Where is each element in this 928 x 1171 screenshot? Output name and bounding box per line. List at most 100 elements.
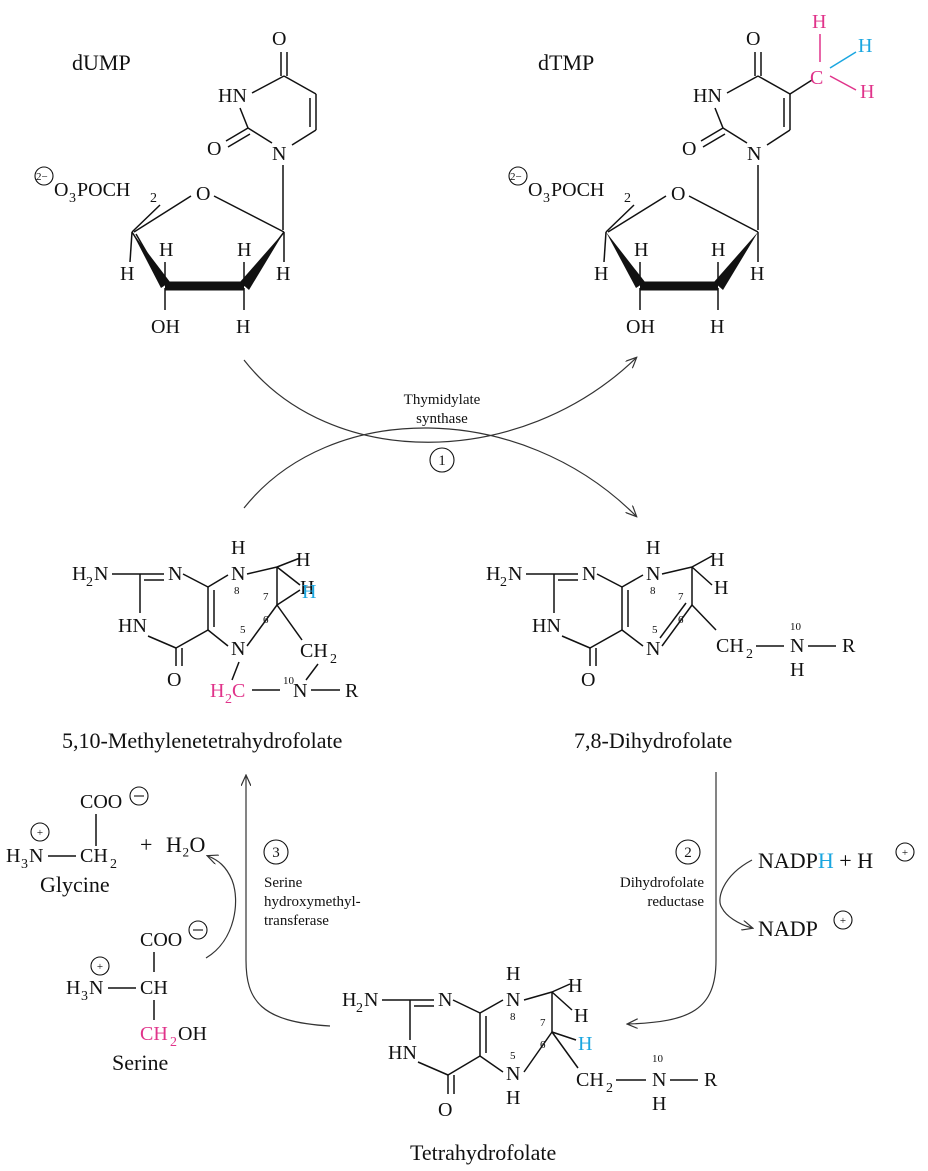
svg-text:N: N <box>231 638 245 660</box>
svg-text:H: H <box>72 563 86 585</box>
svg-text:O: O <box>438 1099 452 1121</box>
svg-text:H: H <box>646 537 660 559</box>
glycine-structure: COO + H 3 N CH 2 Glycine <box>6 786 149 897</box>
serine-structure: COO + H 3 N CH CH 2 OH Serine <box>66 920 208 1075</box>
svg-text:POCH: POCH <box>551 179 604 201</box>
step-2-number: 2 <box>684 845 692 861</box>
svg-text:HN: HN <box>532 615 561 637</box>
svg-text:2: 2 <box>150 191 157 206</box>
enzyme-3-line3: transferase <box>264 913 329 929</box>
svg-text:H: H <box>652 1093 666 1115</box>
arrow-methylene-to-dihydrofolate <box>243 427 636 516</box>
svg-text:CH: CH <box>80 845 108 867</box>
methylene-thf-structure: H 2 N N N H 8 HN O N 5 6 7 H H H CH <box>62 537 359 753</box>
svg-text:N: N <box>293 680 307 702</box>
svg-text:2: 2 <box>500 575 507 590</box>
transferred-h: H <box>302 581 316 603</box>
svg-text:2: 2 <box>170 1035 177 1050</box>
nadp-label: NADP <box>758 916 818 941</box>
atom-hn: HN <box>218 85 247 107</box>
svg-text:H: H <box>342 989 356 1011</box>
svg-text:2: 2 <box>86 575 93 590</box>
svg-text:N: N <box>508 563 522 585</box>
svg-text:H: H <box>710 549 724 571</box>
svg-text:H: H <box>296 549 310 571</box>
step-2-circle <box>675 839 701 865</box>
svg-text:H: H <box>159 239 173 261</box>
svg-text:H: H <box>578 1033 592 1055</box>
svg-text:H: H <box>714 577 728 599</box>
svg-text:2: 2 <box>746 647 753 662</box>
methylene-carbon: H <box>210 680 224 702</box>
svg-text:O: O <box>682 138 696 160</box>
methyl-h-bottom: H <box>860 81 874 103</box>
svg-text:H: H <box>506 963 520 985</box>
methyl-carbon: C <box>810 67 823 89</box>
svg-text:POCH: POCH <box>77 179 130 201</box>
svg-text:N: N <box>747 143 761 165</box>
svg-text:10: 10 <box>652 1053 664 1065</box>
svg-text:10: 10 <box>283 675 295 687</box>
svg-text:8: 8 <box>650 585 656 597</box>
svg-text:N: N <box>364 989 378 1011</box>
svg-text:N: N <box>582 563 596 585</box>
svg-text:OH: OH <box>178 1023 207 1045</box>
svg-text:O: O <box>167 669 181 691</box>
serine-hydroxymethyl-carbon: CH <box>140 1023 168 1045</box>
svg-text:7: 7 <box>678 591 684 603</box>
plus-sign: + <box>140 832 152 857</box>
arrow-dihydrofolate-to-thf <box>628 772 717 1024</box>
svg-text:2: 2 <box>330 652 337 667</box>
svg-text:H: H <box>574 1005 588 1027</box>
svg-text:CH: CH <box>300 640 328 662</box>
svg-text:H: H <box>276 263 290 285</box>
water-label: H₂O <box>166 832 205 857</box>
atom-o: O <box>207 138 221 160</box>
svg-text:H: H <box>568 975 582 997</box>
arrow-serine-to-glycine <box>205 856 237 959</box>
arrow-dump-to-dtmp <box>243 358 636 443</box>
svg-text:N: N <box>29 845 43 867</box>
step-1-number: 1 <box>438 453 446 469</box>
svg-text:2: 2 <box>356 1001 363 1016</box>
enzyme-2-line1: Dihydrofolate <box>620 875 704 891</box>
svg-text:CH: CH <box>140 977 168 999</box>
svg-text:5: 5 <box>240 624 246 636</box>
svg-text:8: 8 <box>510 1011 516 1023</box>
svg-text:H: H <box>300 577 314 599</box>
svg-text:COO: COO <box>80 791 122 813</box>
svg-text:N: N <box>646 638 660 660</box>
tetrahydrofolate-structure: H 2 N N N H 8 HN O N H 5 6 7 H H H <box>342 963 718 1165</box>
svg-text:CH: CH <box>716 635 744 657</box>
dump-label: dUMP <box>72 50 131 75</box>
svg-text:3: 3 <box>81 989 88 1004</box>
dtmp-structure: dTMP O HN O N C H H H 2− O 3 POCH 2 O <box>508 11 874 338</box>
svg-text:O: O <box>528 179 542 201</box>
svg-text:5: 5 <box>510 1050 516 1062</box>
svg-text:N: N <box>646 563 660 585</box>
svg-text:7: 7 <box>540 1017 546 1029</box>
svg-text:N: N <box>89 977 103 999</box>
methylene-thf-label: 5,10-Methylenetetrahydrofolate <box>62 728 342 753</box>
svg-text:HN: HN <box>118 615 147 637</box>
svg-text:H: H <box>790 659 804 681</box>
svg-text:N: N <box>94 563 108 585</box>
enzyme-1-line2: synthase <box>416 411 468 427</box>
atom-o3poch2: O <box>54 179 68 201</box>
svg-text:H: H <box>710 316 724 338</box>
step-3-circle <box>263 839 289 865</box>
svg-text:2: 2 <box>225 692 232 707</box>
svg-text:N: N <box>168 563 182 585</box>
svg-text:O: O <box>671 183 685 205</box>
svg-text:CH: CH <box>576 1069 604 1091</box>
arrow-cofactor <box>719 859 752 928</box>
svg-text:N: N <box>506 989 520 1011</box>
svg-text:R: R <box>704 1069 718 1091</box>
svg-text:H: H <box>750 263 764 285</box>
svg-text:N: N <box>652 1069 666 1091</box>
svg-text:2: 2 <box>606 1081 613 1096</box>
svg-text:3: 3 <box>21 857 28 872</box>
tetrahydrofolate-label: Tetrahydrofolate <box>410 1140 556 1165</box>
atom-n: N <box>272 143 286 165</box>
